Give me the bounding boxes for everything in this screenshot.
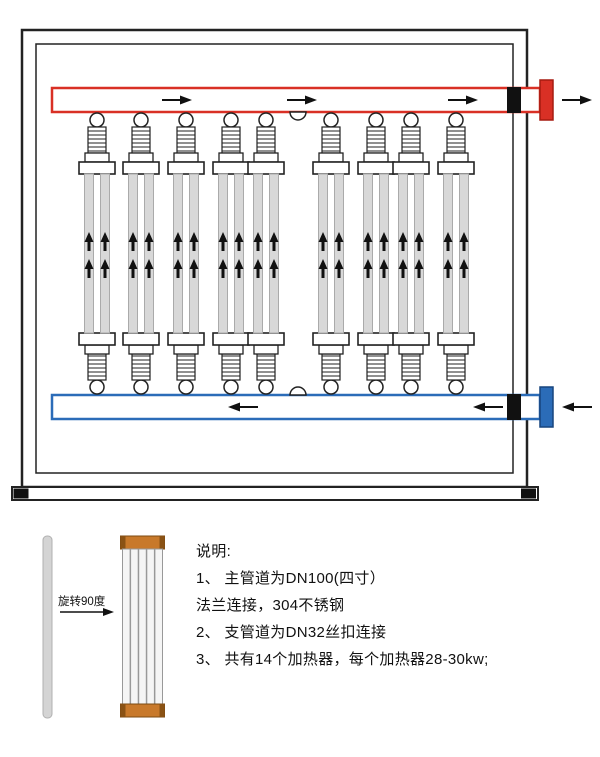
legend-single-tube bbox=[42, 535, 53, 719]
notes-block: 说明: 1、 主管道为DN100(四寸） 法兰连接，304不锈钢 2、 支管道为… bbox=[196, 538, 586, 673]
note-line-1: 1、 主管道为DN100(四寸） bbox=[196, 570, 385, 587]
bundle-bottom-cap-end-right bbox=[159, 704, 165, 717]
outlet-pipe-vent-dome bbox=[289, 111, 307, 121]
cabinet-base bbox=[11, 486, 539, 501]
base-foot-right bbox=[521, 488, 536, 499]
bundle-tube bbox=[130, 548, 139, 705]
flow-arrow-right-icon bbox=[561, 94, 593, 106]
rotate-label: 旋转90度 bbox=[58, 596, 106, 608]
inlet-pipe-vent-dome bbox=[289, 386, 307, 396]
note-line-3: 2、 支管道为DN32丝扣连接 bbox=[196, 624, 387, 641]
bundle-top-cap bbox=[120, 535, 165, 550]
legend-heater-bundle bbox=[120, 535, 165, 718]
bundle-tube bbox=[122, 548, 131, 705]
outlet-wall-seal bbox=[507, 87, 521, 113]
bundle-top-cap-end-right bbox=[159, 536, 165, 549]
flow-arrow-left-icon bbox=[561, 401, 593, 413]
bundle-tube bbox=[138, 548, 147, 705]
inlet-main-pipe bbox=[50, 386, 554, 428]
bundle-top-cap-end-left bbox=[120, 536, 126, 549]
rotate-arrow-icon bbox=[60, 608, 114, 616]
base-foot-left bbox=[13, 488, 29, 499]
note-line-4: 3、 共有14个加热器，每个加热器28-30kw; bbox=[196, 651, 489, 668]
note-line-2: 法兰连接，304不锈钢 bbox=[196, 597, 345, 614]
bundle-bottom-cap bbox=[120, 703, 165, 718]
inlet-flange bbox=[539, 386, 554, 428]
bundle-tube bbox=[154, 548, 163, 705]
inlet-wall-seal bbox=[507, 394, 521, 420]
outlet-flange bbox=[539, 79, 554, 121]
bundle-tube bbox=[146, 548, 155, 705]
bundle-bottom-cap-end-left bbox=[120, 704, 126, 717]
notes-heading: 说明: bbox=[196, 543, 232, 560]
inlet-pipe-body bbox=[50, 393, 542, 421]
